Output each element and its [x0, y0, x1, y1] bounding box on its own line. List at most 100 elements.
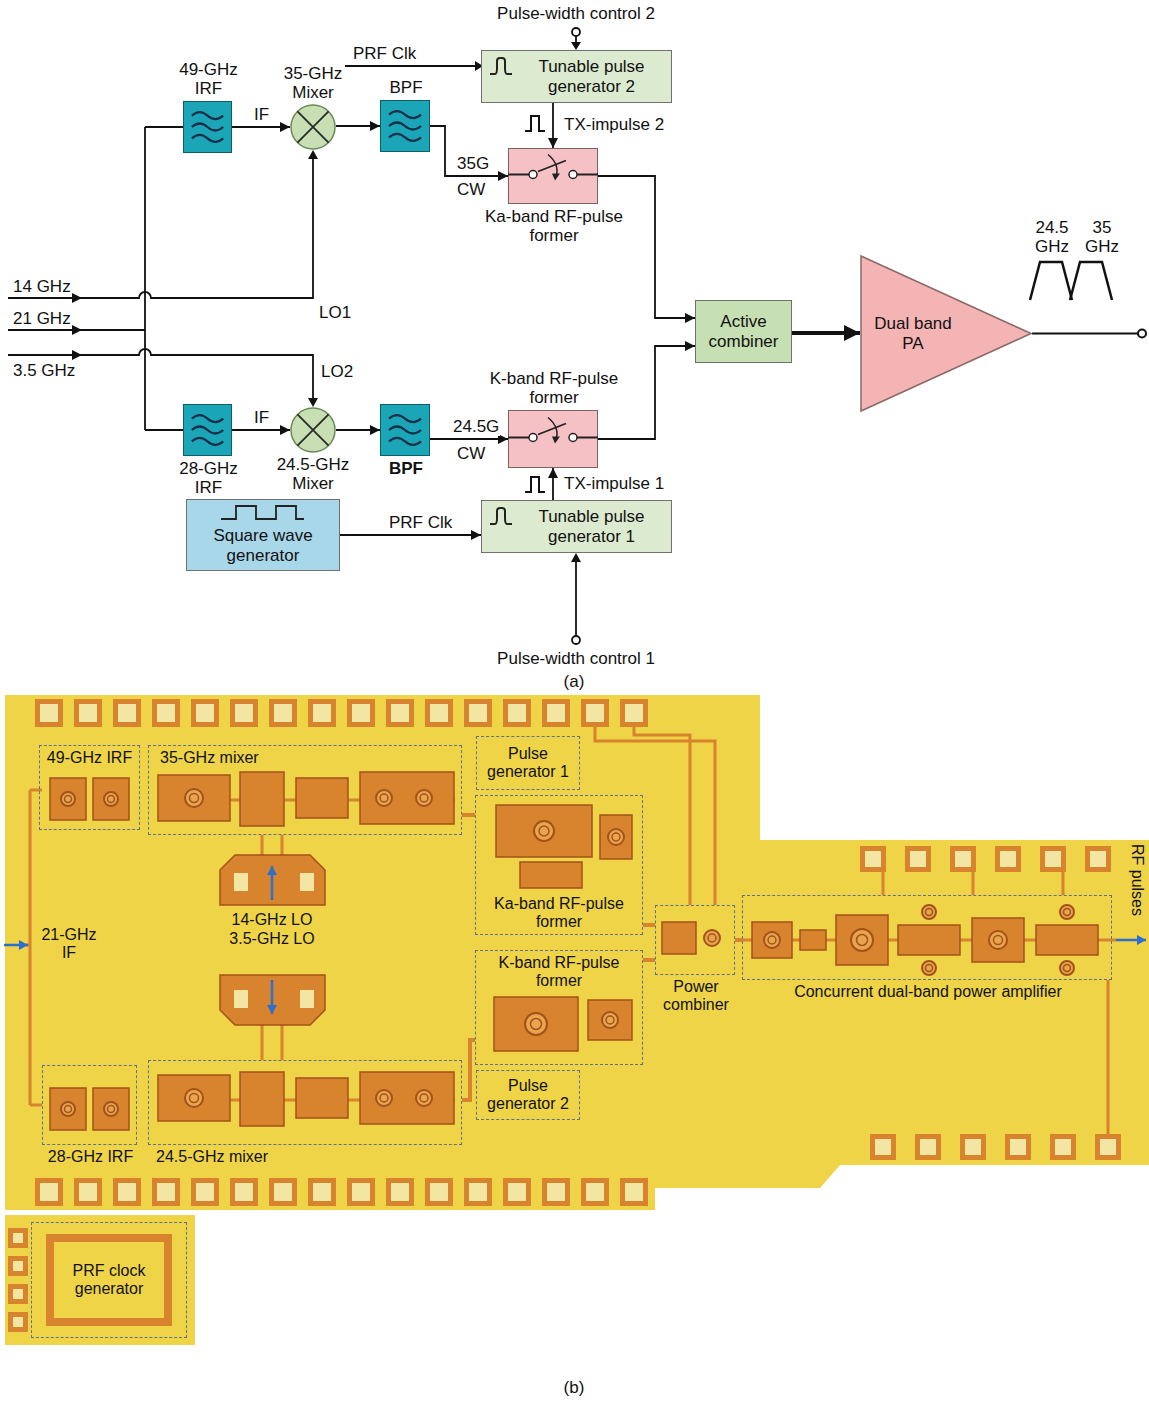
- inductor-spiral: [531, 1019, 542, 1030]
- filter-wave: [389, 122, 421, 129]
- inductor-spiral: [922, 905, 936, 919]
- metal-trace: [261, 1025, 264, 1060]
- pad-frame: [308, 1178, 336, 1206]
- pad-window: [865, 851, 881, 867]
- circuit-block: [158, 775, 230, 821]
- text-holder: 35-GHz Mixer: [278, 64, 348, 102]
- text-holder: Pulse generator 2: [477, 1071, 579, 1119]
- bond-pad: [113, 699, 141, 727]
- circuit-block: [496, 805, 592, 857]
- pulse-symbol: [525, 116, 545, 131]
- pad-window: [234, 873, 248, 891]
- pad-window: [1000, 851, 1016, 867]
- bond-pad: [1040, 846, 1066, 872]
- bond-pad: [308, 699, 336, 727]
- circuit-block: [1036, 925, 1098, 955]
- pad-window: [391, 1183, 409, 1201]
- chip-region: Ka-band RF-pulse former: [475, 795, 643, 935]
- bond-pad: [8, 1256, 28, 1276]
- node-label: 28-GHz IRF: [176, 459, 242, 497]
- text-holder: Pulse generator 1: [477, 737, 579, 789]
- label-holder: 21 GHz: [12, 309, 72, 328]
- pad-frame: [1050, 1134, 1076, 1160]
- signal-label: IF: [253, 408, 270, 427]
- inductor-spiral: [61, 1102, 75, 1116]
- pad-frame: [581, 699, 609, 727]
- arrowhead: [308, 398, 318, 407]
- pad-frame: [425, 699, 453, 727]
- signal-label: CW: [456, 180, 486, 199]
- label-holder: TX-impulse 2: [563, 115, 665, 134]
- pad-window: [196, 704, 214, 722]
- filter-block: 49-GHz IRF: [183, 101, 232, 153]
- label-holder: 14 GHz: [12, 277, 72, 296]
- inductor-spiral: [704, 930, 720, 946]
- pulse-symbol: [490, 58, 512, 74]
- signal-label: (b): [563, 1378, 586, 1397]
- inductor-spiral: [926, 965, 933, 972]
- node-label: Pulse generator 1: [480, 745, 576, 781]
- text-holder: BPF: [376, 78, 436, 97]
- signal-label: LO2: [320, 362, 354, 381]
- text-holder: Ka-band RF-pulse former: [479, 207, 629, 245]
- inductor-spiral: [602, 1012, 618, 1028]
- pad-window: [1010, 1139, 1026, 1155]
- pad-window: [300, 990, 314, 1008]
- pad-frame: [191, 1178, 219, 1206]
- filter-wave: [389, 415, 421, 422]
- shape-outline: [183, 404, 232, 456]
- label-holder: IF: [253, 408, 270, 427]
- text-holder: Power combiner: [651, 978, 741, 1014]
- label-holder: 3.5-GHz LO: [226, 930, 317, 948]
- inductor-spiral: [926, 909, 933, 916]
- pad-frame: [542, 1178, 570, 1206]
- die-body: [5, 1215, 195, 1345]
- inductor-spiral: [104, 792, 118, 806]
- pad-frame: [8, 1228, 28, 1248]
- filter-wave: [389, 133, 421, 140]
- pad-frame: [35, 1178, 63, 1206]
- metal-trace: [281, 1025, 284, 1060]
- terminal-dot: [572, 28, 580, 36]
- shape-outline: [508, 148, 598, 204]
- pad-frame: [8, 1256, 28, 1276]
- die-body: [5, 695, 1149, 1210]
- pulse-generator-box: Tunable pulse generator 1: [481, 500, 672, 553]
- node-label: 24.5-GHz mixer: [153, 1148, 271, 1166]
- inductor-spiral: [989, 931, 1007, 949]
- node-label: Dual band PA: [868, 314, 958, 352]
- pad-frame: [8, 1312, 28, 1332]
- bond-pad: [35, 699, 63, 727]
- signal-label: (a): [563, 672, 586, 691]
- bond-pad: [1050, 1134, 1076, 1160]
- bond-pad: [308, 1178, 336, 1206]
- inductor-spiral: [420, 794, 428, 802]
- inductor-spiral: [851, 929, 873, 951]
- pad-window: [196, 1183, 214, 1201]
- node-label: Tunable pulse generator 1: [518, 507, 665, 545]
- text-holder: BPF: [376, 459, 436, 478]
- signal-label: PRF Clk: [352, 44, 417, 63]
- bond-pad: [74, 1178, 102, 1206]
- text-holder: 28-GHz IRF: [176, 459, 242, 497]
- switch-contact: [569, 170, 577, 178]
- connector: [643, 958, 655, 962]
- label-holder: PRF Clk: [352, 44, 417, 63]
- pad-frame: [870, 1134, 896, 1160]
- arrowhead: [552, 173, 560, 180]
- arrowhead: [19, 940, 28, 950]
- inductor-spiral: [376, 790, 392, 806]
- inductor-spiral: [994, 936, 1003, 945]
- inductor-spiral: [65, 796, 72, 803]
- filter-wave: [191, 426, 222, 433]
- circuit-block: [494, 997, 578, 1051]
- bond-pad: [581, 699, 609, 727]
- label-holder: 35 GHz: [1082, 218, 1122, 256]
- metal-trace: [29, 790, 32, 1105]
- pad-window: [313, 1183, 331, 1201]
- pad-frame: [113, 1178, 141, 1206]
- pad-frame: [191, 699, 219, 727]
- pad-window: [430, 1183, 448, 1201]
- pad-frame: [915, 1134, 941, 1160]
- lo-pad: [220, 855, 325, 905]
